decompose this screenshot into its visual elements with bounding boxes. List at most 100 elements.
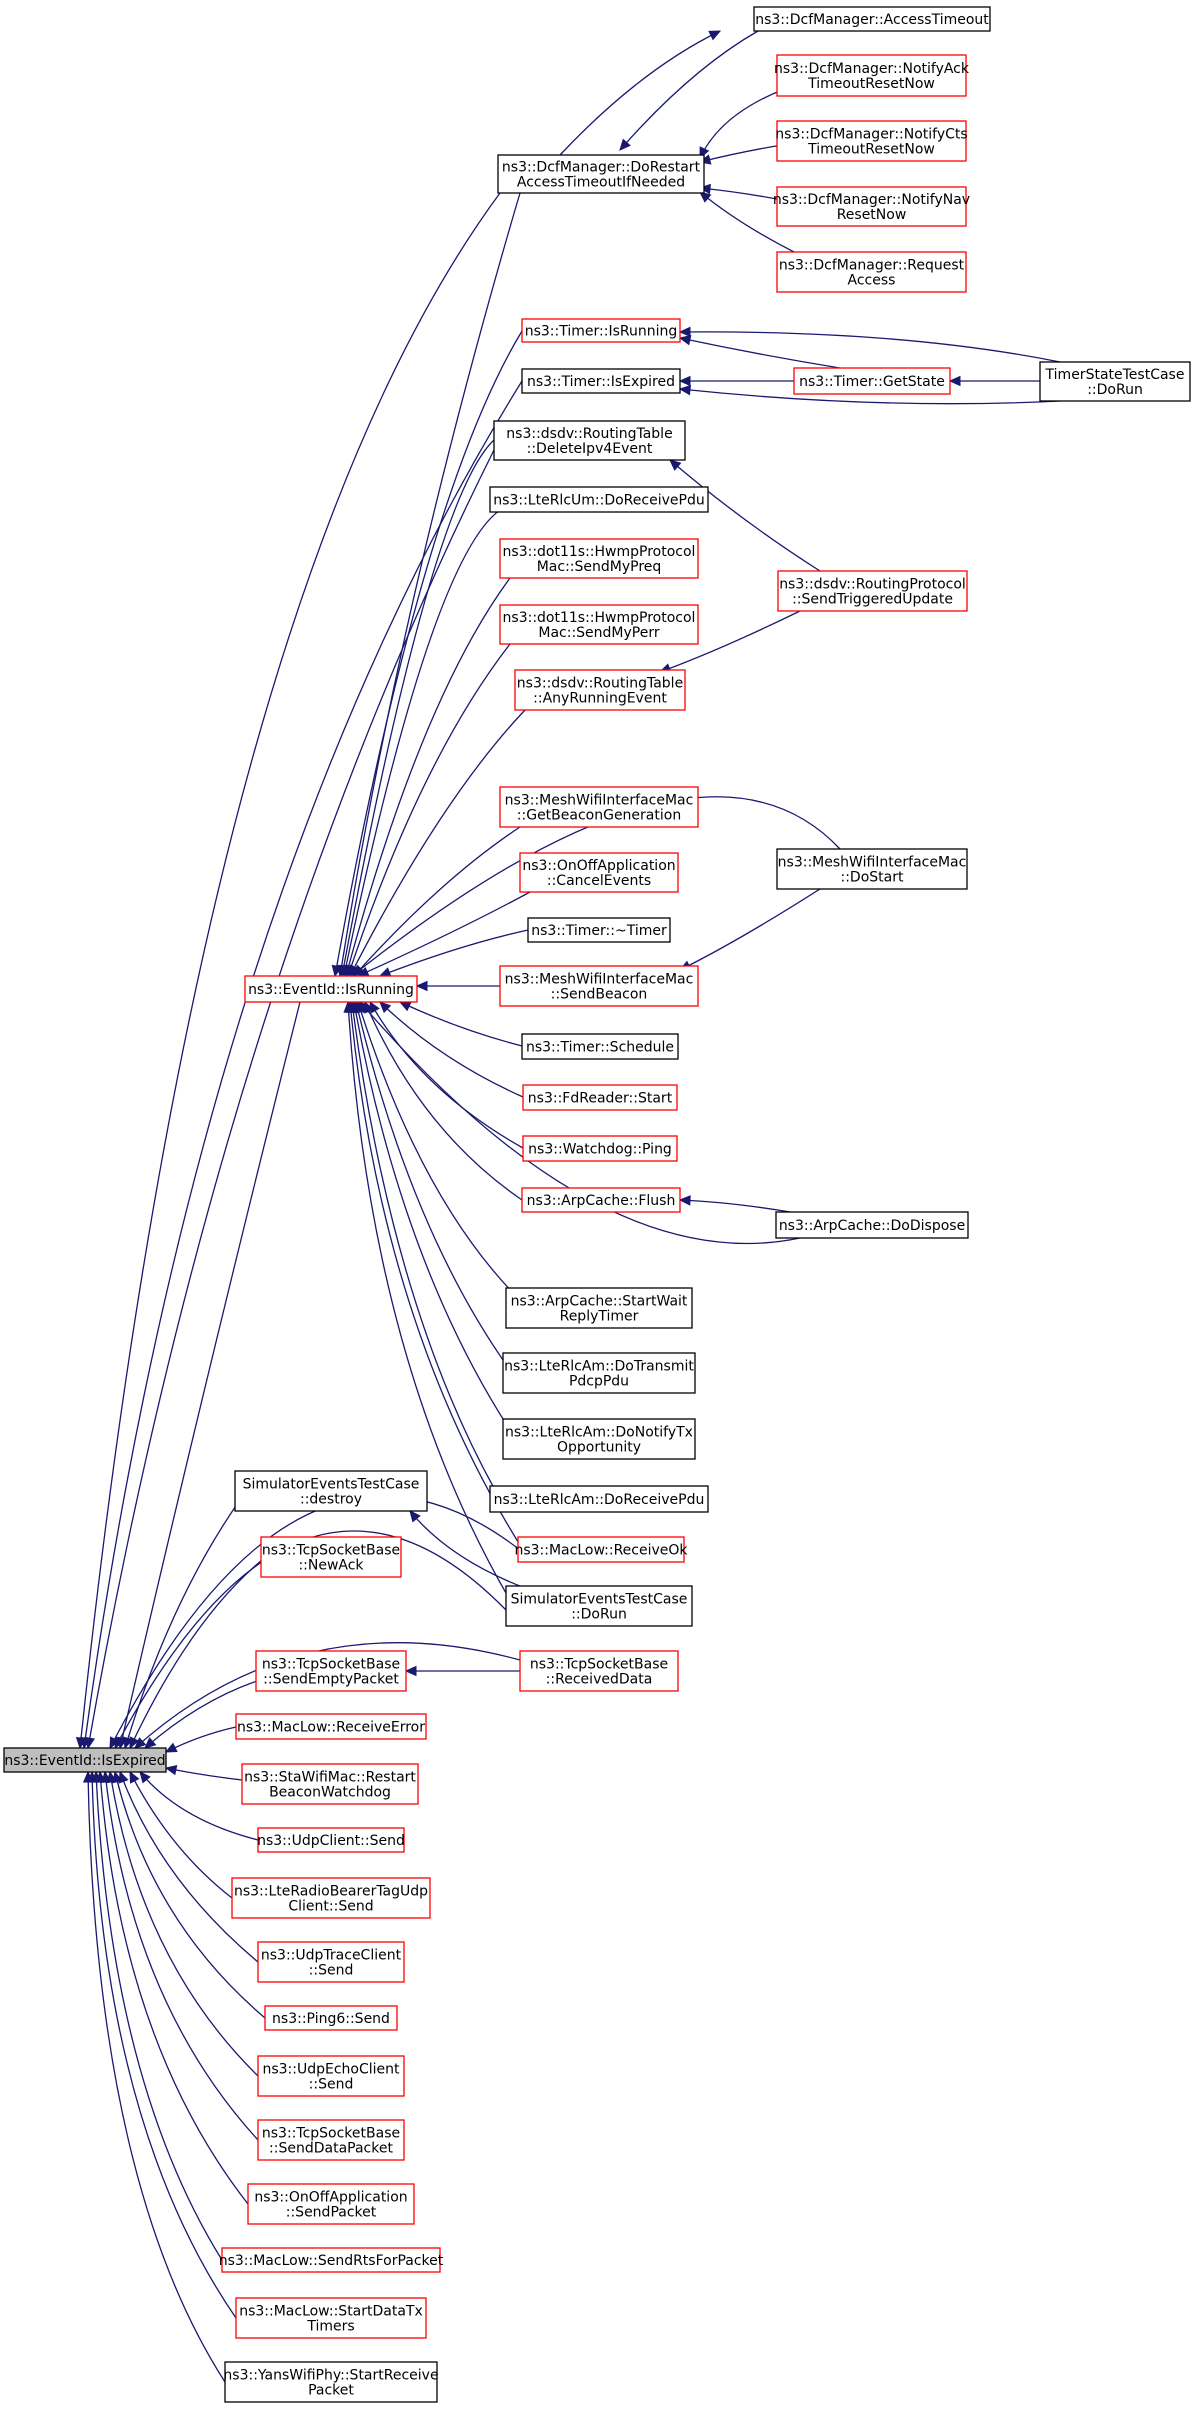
- edge-line: [699, 191, 801, 256]
- edge-timerstate_dorun-to-timer_getstate: [948, 375, 1040, 387]
- node-dcf-restart[interactable]: ns3::DcfManager::DoRestartAccessTimeoutI…: [497, 154, 705, 194]
- node-dcf-timeout[interactable]: ns3::DcfManager::AccessTimeout: [753, 6, 991, 32]
- node-label: ns3::dot11s::HwmpProtocol: [503, 610, 696, 626]
- node-label: ::ReceivedData: [546, 1672, 653, 1688]
- node-root[interactable]: ns3::EventId::IsExpired: [3, 1747, 167, 1773]
- node-box: [257, 2055, 405, 2097]
- edge-arrowhead: [84, 1736, 96, 1750]
- node-udpecho-send[interactable]: ns3::UdpEchoClient::Send: [257, 2055, 405, 2097]
- node-label: Mac::SendMyPreq: [537, 559, 662, 575]
- edge-arrowhead: [379, 1001, 392, 1014]
- node-maclow-sendrts[interactable]: ns3::MacLow::SendRtsForPacket: [219, 2247, 444, 2273]
- node-fdreader-start[interactable]: ns3::FdReader::Start: [522, 1084, 678, 1111]
- node-mesh-beacongen[interactable]: ns3::MeshWifiInterfaceMac::GetBeaconGene…: [499, 786, 699, 828]
- node-dsdv-delete[interactable]: ns3::dsdv::RoutingTable::DeleteIpv4Event: [493, 420, 686, 461]
- node-label: TimeoutResetNow: [807, 142, 935, 158]
- node-mesh-sendbeacon[interactable]: ns3::MeshWifiInterfaceMac::SendBeacon: [499, 965, 699, 1007]
- edge-line: [87, 1771, 226, 2383]
- node-tcp-newack[interactable]: ns3::TcpSocketBase::NewAck: [260, 1536, 402, 1578]
- edge-arrowhead: [678, 375, 691, 387]
- node-udptrace-send[interactable]: ns3::UdpTraceClient::Send: [257, 1941, 405, 1983]
- node-watchdog-ping[interactable]: ns3::Watchdog::Ping: [522, 1135, 678, 1162]
- node-running[interactable]: ns3::EventId::IsRunning: [244, 975, 418, 1003]
- node-timer-dtor[interactable]: ns3::Timer::~Timer: [527, 917, 671, 943]
- node-arp-flush[interactable]: ns3::ArpCache::Flush: [521, 1187, 681, 1213]
- edge-line: [87, 449, 495, 1749]
- node-timer-schedule[interactable]: ns3::Timer::Schedule: [521, 1033, 679, 1060]
- node-label: Access: [848, 273, 896, 289]
- edge-line: [104, 1771, 259, 2141]
- node-label: ns3::Timer::IsExpired: [527, 374, 675, 390]
- node-box: [517, 1536, 685, 1563]
- edge-line: [99, 1771, 249, 2205]
- node-timer-isexpired[interactable]: ns3::Timer::IsExpired: [521, 368, 681, 394]
- edge-dsdv_trig-to-dsdv_delete: [669, 459, 821, 572]
- node-label: ns3::ArpCache::DoDispose: [779, 1218, 965, 1234]
- edge-sim_dorun-to-running: [343, 1000, 511, 1601]
- node-dsdv-any[interactable]: ns3::dsdv::RoutingTable::AnyRunningEvent: [514, 669, 686, 711]
- node-box: [502, 1418, 696, 1460]
- edge-line: [357, 891, 531, 977]
- node-arp-dispose[interactable]: ns3::ArpCache::DoDispose: [775, 1211, 969, 1239]
- node-onoff-cancel[interactable]: ns3::OnOffApplication::CancelEvents: [519, 852, 679, 893]
- node-label: ::SendDataPacket: [269, 2141, 393, 2157]
- node-label: ns3::YansWifiPhy::StartReceive: [223, 2368, 438, 2384]
- edge-line: [349, 709, 526, 977]
- node-timer-isrunning[interactable]: ns3::Timer::IsRunning: [521, 318, 681, 343]
- node-label: ::SendPacket: [286, 2205, 377, 2221]
- edge-line: [349, 1001, 521, 1546]
- node-label: ns3::StaWifiMac::Restart: [244, 1770, 416, 1786]
- node-timer-getstate[interactable]: ns3::Timer::GetState: [793, 367, 951, 395]
- node-sim-dorun[interactable]: SimulatorEventsTestCase::DoRun: [505, 1585, 693, 1627]
- node-maclow-recverr[interactable]: ns3::MacLow::ReceiveError: [235, 1713, 427, 1740]
- node-ltercum-recv[interactable]: ns3::LteRlcUm::DoReceivePdu: [489, 486, 709, 513]
- node-timerstate-dorun[interactable]: TimerStateTestCase::DoRun: [1039, 361, 1191, 402]
- edge-line: [379, 1001, 524, 1098]
- node-dcf-cts[interactable]: ns3::DcfManager::NotifyCtsTimeoutResetNo…: [775, 120, 968, 162]
- node-box: [247, 2183, 415, 2225]
- node-label: ns3::DcfManager::NotifyAck: [774, 61, 970, 77]
- node-mesh-dostart[interactable]: ns3::MeshWifiInterfaceMac::DoStart: [776, 848, 968, 890]
- node-label: ::AnyRunningEvent: [533, 691, 667, 707]
- node-label: ::NewAck: [298, 1558, 364, 1574]
- edge-arrowhead: [343, 1000, 354, 1013]
- node-tcp-recvdata[interactable]: ns3::TcpSocketBase::ReceivedData: [519, 1650, 679, 1692]
- edge-arrowhead: [698, 183, 711, 195]
- node-label: ns3::DcfManager::NotifyCts: [775, 127, 967, 143]
- node-lteam-recv[interactable]: ns3::LteRlcAm::DoReceivePdu: [489, 1485, 709, 1513]
- node-sim-destroy[interactable]: SimulatorEventsTestCase::destroy: [234, 1470, 428, 1512]
- node-udpclient-send[interactable]: ns3::UdpClient::Send: [257, 1827, 405, 1853]
- edge-line: [679, 337, 841, 369]
- node-maclow-recvok[interactable]: ns3::MacLow::ReceiveOk: [514, 1536, 688, 1563]
- node-box: [497, 154, 705, 194]
- node-box: [505, 1585, 693, 1627]
- node-onoff-sendpacket[interactable]: ns3::OnOffApplication::SendPacket: [247, 2183, 415, 2225]
- edge-line: [679, 1199, 791, 1213]
- edge-mesh_beacongen-to-running: [353, 826, 521, 977]
- node-dcf-ack[interactable]: ns3::DcfManager::NotifyAckTimeoutResetNo…: [774, 54, 970, 97]
- node-label: SimulatorEventsTestCase: [243, 1477, 420, 1493]
- node-box: [224, 2361, 438, 2403]
- node-label: ::SendEmptyPacket: [263, 1672, 399, 1688]
- edge-line: [679, 331, 1061, 363]
- edge-line: [355, 1001, 511, 1371]
- node-label: ns3::dsdv::RoutingTable: [517, 676, 683, 692]
- node-dsdv-trig[interactable]: ns3::dsdv::RoutingProtocol::SendTriggere…: [777, 570, 968, 612]
- node-label: ns3::Timer::~Timer: [531, 923, 667, 939]
- node-ping6-send[interactable]: ns3::Ping6::Send: [264, 2005, 398, 2031]
- node-tcp-sendempty[interactable]: ns3::TcpSocketBase::SendEmptyPacket: [255, 1650, 407, 1692]
- node-tcp-senddata[interactable]: ns3::TcpSocketBase::SendDataPacket: [257, 2119, 405, 2161]
- edge-line: [124, 1499, 241, 1749]
- edge-arrowhead: [678, 384, 691, 396]
